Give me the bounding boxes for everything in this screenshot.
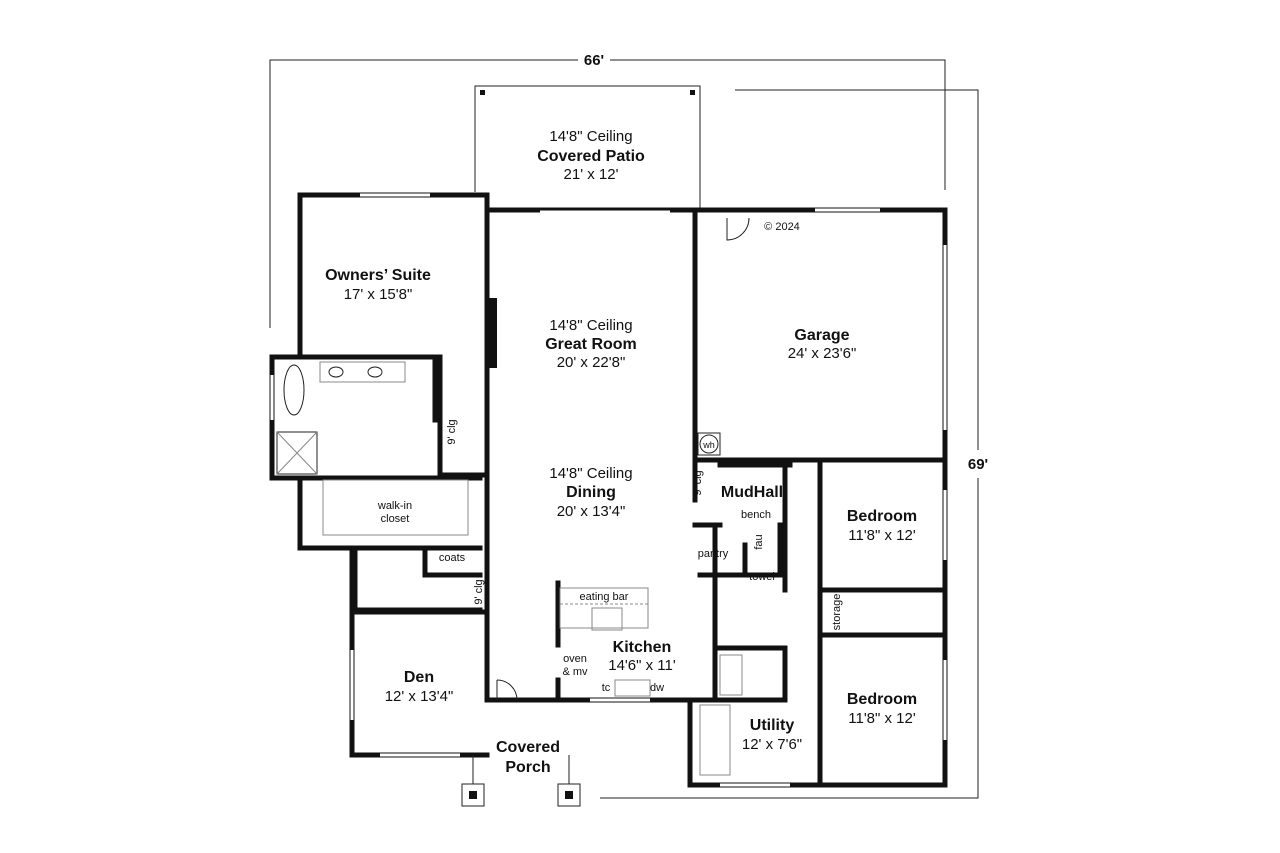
svg-text:Garage: Garage (794, 327, 849, 344)
fixtures (276, 217, 750, 776)
svg-text:Dining: Dining (566, 484, 616, 501)
ceiling-label-1: 9' clg (446, 419, 458, 444)
covered-porch: Covered Porch (461, 739, 581, 807)
bench-label: bench (741, 509, 771, 521)
walls (269, 192, 948, 788)
room-garage: Garage 24' x 23'6" (788, 327, 857, 362)
storage-label: storage (831, 594, 843, 631)
windows (270, 193, 947, 787)
svg-text:Owners’ Suite: Owners’ Suite (325, 267, 431, 284)
svg-text:Covered Patio: Covered Patio (537, 148, 645, 165)
svg-text:14'8" Ceiling: 14'8" Ceiling (549, 128, 632, 145)
coats-label: coats (439, 552, 466, 564)
room-den: Den 12' x 13'4" (385, 669, 454, 705)
oven-label: oven (563, 653, 587, 665)
room-utility: Utility 12' x 7'6" (742, 717, 802, 753)
room-bedroom-2: Bedroom 11'8" x 12' (847, 691, 917, 727)
svg-text:Bedroom: Bedroom (847, 508, 917, 525)
oven-label-2: & mv (562, 666, 588, 678)
water-heater-label: wh (702, 440, 715, 450)
svg-text:11'8" x 12': 11'8" x 12' (848, 710, 916, 727)
svg-text:21' x 12': 21' x 12' (564, 166, 619, 183)
room-bedroom-1: Bedroom 11'8" x 12' (847, 508, 917, 544)
walk-in-closet-label: walk-in (377, 500, 412, 512)
towel-label: towel (749, 571, 775, 583)
svg-text:14'8" Ceiling: 14'8" Ceiling (549, 465, 632, 482)
overall-width: 66' (584, 52, 604, 69)
svg-text:20' x 22'8": 20' x 22'8" (557, 354, 626, 371)
copyright: © 2024 (764, 221, 800, 233)
ceiling-label-3: 9' clg (692, 470, 704, 495)
svg-text:17' x 15'8": 17' x 15'8" (344, 286, 413, 303)
covered-patio-outline (474, 85, 701, 212)
svg-text:Kitchen: Kitchen (613, 639, 672, 656)
room-great-room: 14'8" Ceiling Great Room 20' x 22'8" (545, 317, 637, 371)
ceiling-label-2: 9' clg (473, 579, 485, 604)
svg-text:20' x 13'4": 20' x 13'4" (557, 503, 626, 520)
dishwasher-label: dw (650, 682, 664, 694)
overall-depth: 69' (968, 456, 988, 473)
svg-text:Den: Den (404, 669, 434, 686)
trash-compactor-label: tc (602, 682, 611, 694)
svg-text:12' x 13'4": 12' x 13'4" (385, 688, 454, 705)
svg-text:Covered: Covered (496, 739, 560, 756)
svg-text:Great Room: Great Room (545, 336, 637, 353)
fau-label: fau (753, 534, 765, 549)
svg-text:14'6" x 11': 14'6" x 11' (608, 657, 676, 674)
svg-text:12' x 7'6": 12' x 7'6" (742, 736, 802, 753)
dimension-lines (269, 59, 979, 799)
room-dining: 14'8" Ceiling Dining 20' x 13'4" (549, 465, 632, 520)
svg-text:14'8" Ceiling: 14'8" Ceiling (549, 317, 632, 334)
svg-text:Utility: Utility (750, 717, 795, 734)
room-covered-patio: 14'8" Ceiling Covered Patio 21' x 12' (537, 128, 645, 183)
svg-text:Bedroom: Bedroom (847, 691, 917, 708)
svg-text:11'8" x 12': 11'8" x 12' (848, 527, 916, 544)
eating-bar-label: eating bar (580, 591, 629, 603)
room-kitchen: Kitchen 14'6" x 11' (608, 639, 676, 674)
pantry-label: pantry (698, 548, 729, 560)
svg-text:Porch: Porch (505, 759, 550, 776)
walk-in-closet-label-2: closet (381, 513, 410, 525)
room-owners-suite: Owners’ Suite 17' x 15'8" (325, 267, 431, 303)
svg-text:24' x 23'6": 24' x 23'6" (788, 345, 857, 362)
room-mudhall: MudHall (721, 484, 783, 501)
